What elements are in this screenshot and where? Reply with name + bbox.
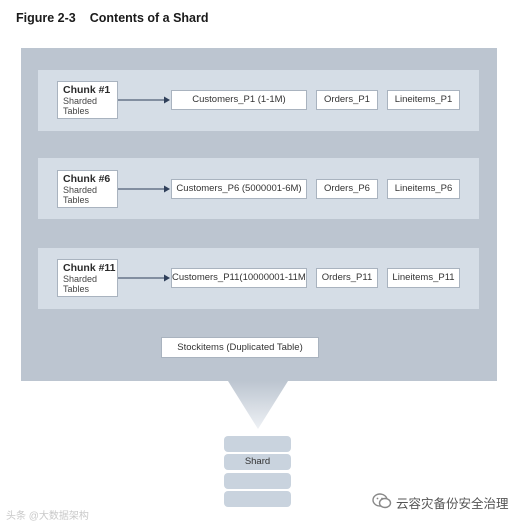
shard-disk-3 <box>224 473 291 489</box>
table-orders: Orders_P11 <box>316 268 378 288</box>
funnel-connector <box>228 381 288 429</box>
shard-disk-2 <box>224 454 291 470</box>
table-customers: Customers_P11(10000001-11M) <box>171 268 307 288</box>
wechat-icon <box>372 493 392 509</box>
table-lineitems: Lineitems_P6 <box>387 179 460 199</box>
chunk-name: Chunk #1 <box>63 84 111 96</box>
table-customers: Customers_P6 (5000001-6M) <box>171 179 307 199</box>
watermark-right: 云容灾备份安全治理 <box>396 497 509 511</box>
figure-number: Figure 2-3 <box>16 11 76 25</box>
table-lineitems: Lineitems_P11 <box>387 268 460 288</box>
chunk-sub-line2: Tables <box>63 284 90 294</box>
chunk-sub-line1: Sharded <box>63 185 98 195</box>
arrow-icon <box>118 185 170 193</box>
arrow-icon <box>118 274 170 282</box>
figure-title: Figure 2-3 Contents of a Shard <box>16 11 209 25</box>
chunk-sub-line2: Tables <box>63 195 90 205</box>
chunk-name: Chunk #6 <box>63 173 111 185</box>
shard-disk-1 <box>224 436 291 452</box>
chunk-sub-line1: Sharded <box>63 96 98 106</box>
table-orders: Orders_P1 <box>316 90 378 110</box>
shard-label: Shard <box>244 456 271 467</box>
figure-caption: Contents of a Shard <box>89 11 209 25</box>
chunk-label-1: Chunk #1 Sharded Tables <box>57 81 118 119</box>
watermark-left: 头条 @大数据架构 <box>6 511 89 522</box>
table-customers: Customers_P1 (1-1M) <box>171 90 307 110</box>
table-lineitems: Lineitems_P1 <box>387 90 460 110</box>
chunk-label-6: Chunk #6 Sharded Tables <box>57 170 118 208</box>
arrow-icon <box>118 96 170 104</box>
duplicated-table-stockitems: Stockitems (Duplicated Table) <box>161 337 319 358</box>
chunk-name: Chunk #11 <box>63 262 116 274</box>
shard-disk-4 <box>224 491 291 507</box>
table-orders: Orders_P6 <box>316 179 378 199</box>
chunk-sub-line1: Sharded <box>63 274 98 284</box>
chunk-label-11: Chunk #11 Sharded Tables <box>57 259 118 297</box>
chunk-sub-line2: Tables <box>63 106 90 116</box>
